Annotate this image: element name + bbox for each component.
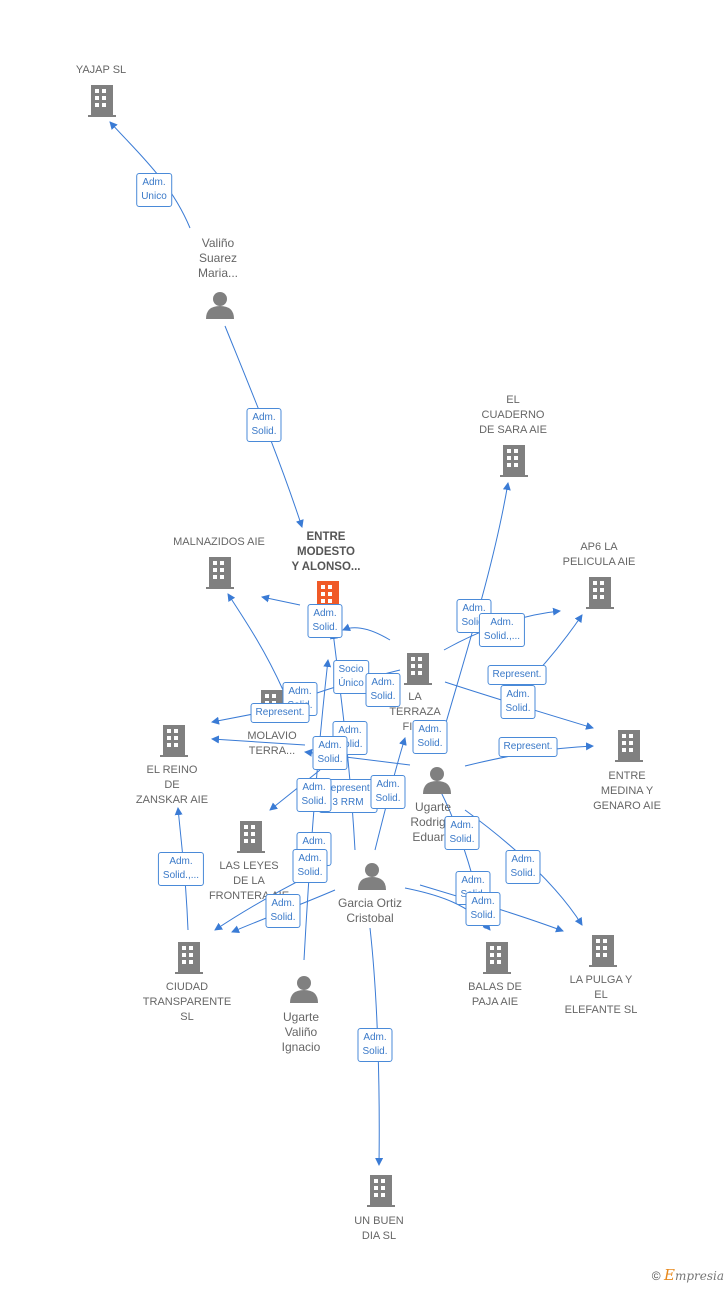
role-box[interactable]: Adm. Solid. <box>292 849 328 883</box>
role-box[interactable]: Adm. Solid. <box>296 778 332 812</box>
building-icon-ciudad <box>175 942 203 974</box>
building-icon-pulga <box>589 935 617 967</box>
node-label-yajap[interactable]: YAJAP SL <box>75 64 127 76</box>
person-icon-valino-maria <box>206 292 234 319</box>
person-icon-ugarte-eduardo <box>423 767 451 794</box>
role-box[interactable]: Adm. Solid.,... <box>478 613 526 647</box>
brand-name: mpresia <box>674 1269 724 1283</box>
role-box[interactable]: Adm. Solid.,... <box>157 852 205 886</box>
node-label-valino-maria[interactable]: Valiño Suarez Maria... <box>197 236 238 280</box>
node-label-buen-dia[interactable]: UN BUEN DIA SL <box>354 1215 404 1242</box>
edge-garcia-reino-2 <box>211 735 306 746</box>
building-icon-malnazidos <box>206 557 234 589</box>
building-icon-ap6 <box>586 577 614 609</box>
node-label-garcia[interactable]: Garcia Ortiz Cristobal <box>337 896 402 925</box>
edge-garcia-leyes <box>269 769 321 811</box>
node-label-cuaderno[interactable]: EL CUADERNO DE SARA AIE <box>479 394 547 436</box>
role-box[interactable]: Socio Único <box>333 660 369 694</box>
role-box[interactable]: Represent. <box>487 665 547 685</box>
role-box[interactable]: Adm. Solid. <box>444 816 480 850</box>
node-label-entre-modesto[interactable]: ENTRE MODESTO Y ALONSO... <box>291 531 361 573</box>
role-box[interactable]: Represent. <box>498 737 558 757</box>
role-box[interactable]: Adm. Solid. <box>412 720 448 754</box>
edge-molavio-malnazidos <box>227 593 284 691</box>
edge-entre-malnazidos <box>261 594 301 606</box>
role-box[interactable]: Adm. Solid. <box>465 892 501 926</box>
role-box[interactable]: Adm. Solid. <box>265 894 301 928</box>
node-label-molavio[interactable]: MOLAVIO TERRA... <box>247 730 297 757</box>
role-box[interactable]: Adm. Solid. <box>246 408 282 442</box>
role-box[interactable]: Adm. Solid. <box>365 673 401 707</box>
building-icon-la-terraza <box>404 653 432 685</box>
node-label-balas[interactable]: BALAS DE PAJA AIE <box>468 981 522 1008</box>
building-icon-cuaderno <box>500 445 528 477</box>
node-label-malnazidos[interactable]: MALNAZIDOS AIE <box>173 536 265 548</box>
building-icon-entre-medina <box>615 730 643 762</box>
node-label-pulga[interactable]: LA PULGA Y EL ELEFANTE SL <box>564 974 638 1016</box>
building-icon-buen-dia <box>367 1175 395 1207</box>
role-box[interactable]: Adm. Solid. <box>312 736 348 770</box>
brand-initial: E <box>663 1266 675 1284</box>
node-label-ciudad[interactable]: CIUDAD TRANSPARENTE SL <box>142 981 232 1023</box>
role-box[interactable]: Adm. Unico <box>136 173 172 207</box>
role-box[interactable]: Represent. <box>250 703 310 723</box>
node-label-ugarte-ignacio[interactable]: Ugarte Valiño Ignacio <box>281 1010 321 1054</box>
role-box[interactable]: Adm. Solid. <box>505 850 541 884</box>
node-label-ap6[interactable]: AP6 LA PELICULA AIE <box>562 541 636 568</box>
person-icon-garcia <box>358 863 386 890</box>
building-icon-balas <box>483 942 511 974</box>
copyright-symbol: © <box>651 1269 661 1283</box>
role-box[interactable]: Adm. Solid. <box>500 685 536 719</box>
building-icon-yajap <box>88 85 116 117</box>
building-icon-leyes <box>237 821 265 853</box>
node-label-ugarte-eduardo[interactable]: Ugarte Rodrig... Eduar... <box>410 800 456 844</box>
node-label-entre-medina[interactable]: ENTRE MEDINA Y GENARO AIE <box>593 770 661 812</box>
person-icon-ugarte-ignacio <box>290 976 318 1003</box>
node-label-reino[interactable]: EL REINO DE ZANSKAR AIE <box>135 764 209 806</box>
role-box[interactable]: Adm. Solid. <box>370 775 406 809</box>
empresia-logo: © Empresia <box>652 1266 724 1284</box>
role-box[interactable]: Adm. Solid. <box>357 1028 393 1062</box>
edge-valino-yajap <box>109 121 191 229</box>
role-box[interactable]: Adm. Solid. <box>307 604 343 638</box>
building-icon-reino <box>160 725 188 757</box>
edge-garcia-entre-2 <box>342 623 391 641</box>
